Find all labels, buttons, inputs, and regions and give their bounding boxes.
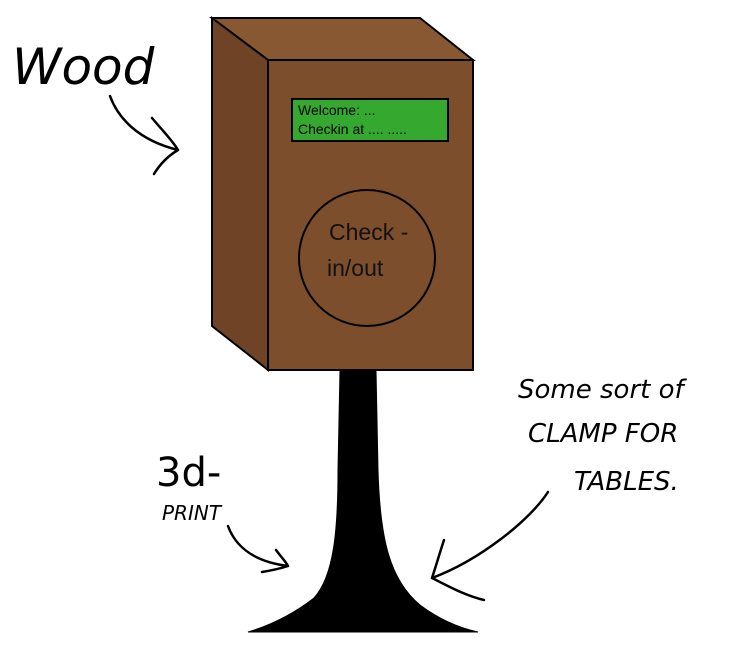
check-in-out-button[interactable]: Check - in/out — [298, 189, 436, 327]
annotation-3d-print-line-2: PRINT — [162, 501, 223, 525]
lcd-display: Welcome: ... Checkin at .... ..... — [291, 98, 449, 142]
print-arrow-icon — [226, 524, 290, 574]
annotation-wood: Wood — [12, 38, 180, 176]
annotation-clamp: Some sort of CLAMP FOR TABLES. — [430, 375, 688, 602]
lcd-line-2: Checkin at .... ..... — [298, 121, 407, 137]
clamp-arrow-icon — [430, 490, 550, 602]
wood-arrow-icon — [108, 94, 180, 176]
button-label-line-2: in/out — [327, 255, 384, 281]
stand-pole — [247, 369, 479, 633]
lcd-screen — [291, 98, 449, 142]
annotation-clamp-line-1: Some sort of — [518, 375, 688, 405]
lcd-line-1: Welcome: ... — [298, 102, 376, 118]
annotation-3d-print: 3d- PRINT — [156, 450, 290, 574]
button-label-line-1: Check - — [329, 219, 408, 245]
annotation-3d-print-line-1: 3d- — [156, 450, 221, 496]
button-circle[interactable] — [298, 189, 436, 327]
annotation-clamp-line-2: CLAMP FOR — [528, 419, 678, 449]
box-side-face — [211, 16, 269, 373]
annotation-clamp-line-3: TABLES. — [574, 467, 679, 497]
annotation-wood-label: Wood — [12, 38, 155, 96]
